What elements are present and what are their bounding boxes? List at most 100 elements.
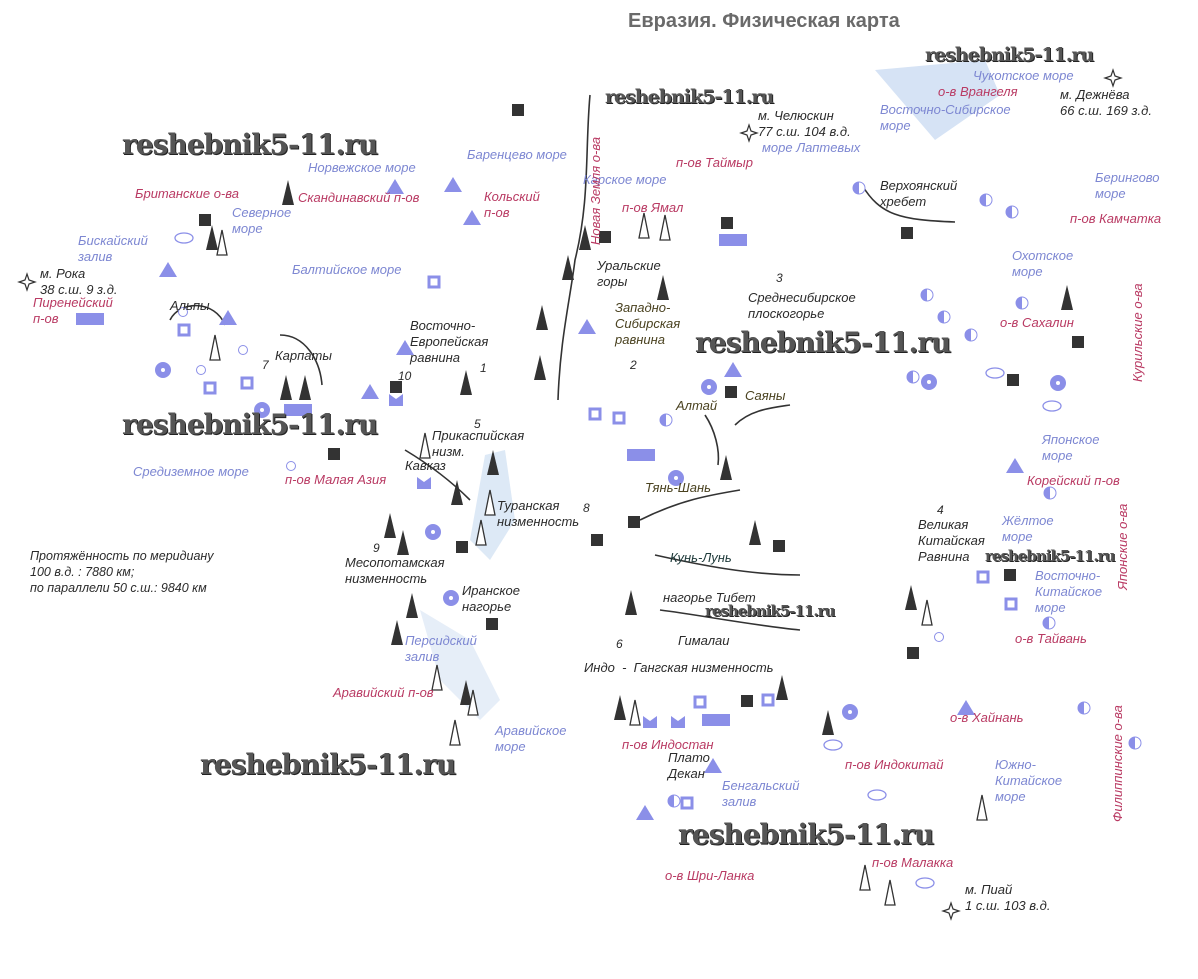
peninsula-label: п-ов Малая Азия (285, 472, 387, 487)
mineral-square-icon (901, 227, 913, 239)
ridge-sayan (734, 404, 791, 426)
sea-label: Японское море (1042, 432, 1100, 463)
island-label: Новая Земля о-ва (588, 136, 603, 245)
mountain-peak-outline-icon (976, 794, 988, 821)
sea-label: Чукотское море (973, 68, 1074, 83)
ellipse-icon (823, 739, 843, 751)
map-number: 5 (474, 417, 481, 431)
mineral-square-icon (907, 647, 919, 659)
landform-label: Иранское нагорье (462, 583, 521, 614)
mineral-outlined-square-icon (612, 411, 626, 425)
mountain-peak-icon (822, 710, 834, 735)
mineral-square-icon (512, 104, 524, 116)
watermark: reshebnik5-11.ru (605, 86, 774, 108)
map-title: Евразия. Физическая карта (628, 10, 900, 32)
landform-label: Тянь-Шань (645, 480, 711, 495)
sea-label: Северное море (232, 205, 292, 236)
mountain-peak-icon (749, 520, 761, 545)
ridge-tian-shan (639, 489, 741, 521)
radiation-center-icon (161, 368, 165, 372)
moon-half-icon (938, 311, 944, 323)
mountain-peak-icon (451, 480, 463, 505)
volcano-triangle-icon (724, 362, 742, 377)
mineral-square-icon (741, 695, 753, 707)
mountain-peak-outline-icon (209, 334, 221, 361)
landform-label: Месопотамская низменность (345, 555, 445, 586)
sea-label: Аравийское море (495, 723, 567, 754)
mountain-peak-icon (391, 620, 403, 645)
small-circle-icon (196, 365, 206, 375)
mineral-square-icon (456, 541, 468, 553)
moon-half-icon (668, 795, 674, 807)
oil-bar-icon (284, 404, 312, 416)
moon-half-icon (1078, 702, 1084, 714)
sea-label: Бискайский залив (78, 233, 148, 264)
landform-label: Гималаи (678, 633, 730, 648)
ellipse-icon (174, 232, 194, 244)
mountain-peak-icon (384, 513, 396, 538)
mineral-square-icon (773, 540, 785, 552)
landform-label: Саяны (745, 388, 786, 403)
mineral-square-icon (328, 448, 340, 460)
peninsula-label: Кольский п-ов (484, 189, 540, 220)
radiation-center-icon (848, 710, 852, 714)
ridge-urals (557, 94, 591, 401)
watermark: reshebnik5-11.ru (678, 818, 934, 851)
water-area-persian-gulf (420, 610, 500, 720)
mountain-peak-icon (536, 305, 548, 330)
mineral-square-icon (1072, 336, 1084, 348)
ridge-alps (169, 304, 226, 326)
sea-label: Карское море (583, 172, 667, 187)
sea-label: Средиземное море (133, 464, 249, 479)
cape-star-icon (17, 272, 37, 292)
landform-label: Западно- Сибирская равнина (615, 300, 681, 347)
sea-label: Южно- Китайское море (995, 757, 1063, 804)
map-number: 10 (398, 369, 412, 383)
moon-half-icon (980, 194, 986, 206)
cape-star-icon (739, 123, 759, 143)
peninsula-label: п-ов Ямал (622, 200, 684, 215)
watermark: reshebnik5-11.ru (695, 326, 951, 359)
watermark: reshebnik5-11.ru (925, 44, 1094, 66)
ridge-carpathians (279, 334, 323, 386)
mountain-peak-icon (487, 450, 499, 475)
volcano-triangle-icon (578, 319, 596, 334)
mountain-peak-icon (776, 675, 788, 700)
peninsula-label: Британские о-ва (135, 186, 239, 201)
island-label: Курильские о-ва (1130, 283, 1145, 382)
mountain-peak-icon (625, 590, 637, 615)
mountain-peak-outline-icon (449, 719, 461, 746)
salt-bowtie-icon (671, 716, 685, 728)
peninsula-label: Скандинавский п-ов (298, 190, 420, 205)
mineral-outlined-square-icon (1004, 597, 1018, 611)
mineral-outlined-square-icon (203, 381, 217, 395)
mountain-peak-icon (657, 275, 669, 300)
mountain-peak-icon (460, 370, 472, 395)
volcano-triangle-icon (704, 758, 722, 773)
island-label: о-в Шри-Ланка (665, 868, 755, 883)
volcano-triangle-icon (219, 310, 237, 325)
small-circle-icon (238, 345, 248, 355)
radiation-center-icon (449, 596, 453, 600)
mineral-outlined-square-icon (427, 275, 441, 289)
mountain-peak-icon (562, 255, 574, 280)
mountain-peak-outline-icon (431, 664, 443, 691)
sea-label: Жёлтое море (1002, 513, 1054, 544)
mountain-peak-outline-icon (419, 432, 431, 459)
cape-chelyuskin-label: м. Челюскин 77 с.ш. 104 в.д. (758, 108, 851, 139)
landform-label: Прикаспийская низм. (432, 428, 525, 459)
sea-label: Бенгальский залив (722, 778, 800, 809)
island-label: о-в Хайнань (950, 710, 1024, 725)
island-label: о-в Тайвань (1015, 631, 1087, 646)
small-circle-icon (934, 632, 944, 642)
sea-label: Персидский залив (405, 633, 477, 664)
sea-label: Берингово море (1095, 170, 1160, 201)
moon-half-icon (1006, 206, 1012, 218)
moon-half-icon (1016, 297, 1022, 309)
ellipse-icon (867, 789, 887, 801)
mineral-square-icon (591, 534, 603, 546)
landform-label: Верхоянский хребет (880, 178, 958, 209)
sea-label: Норвежское море (308, 160, 416, 175)
ellipse-icon (985, 367, 1005, 379)
